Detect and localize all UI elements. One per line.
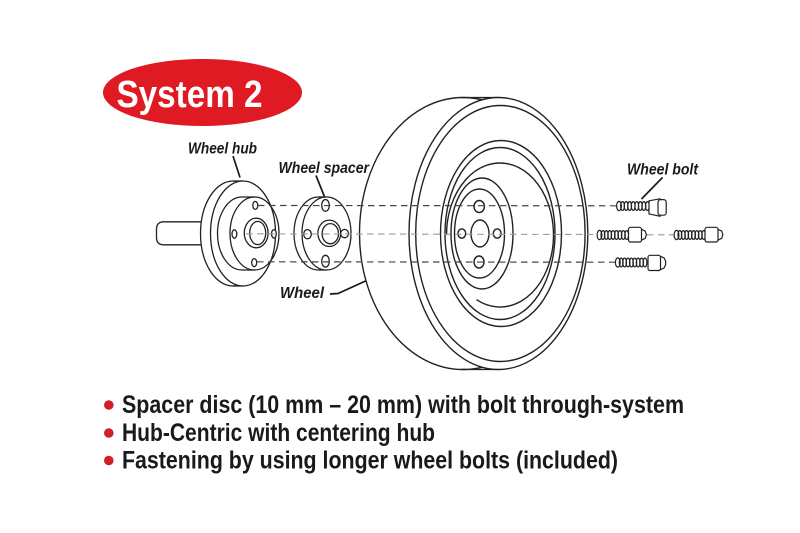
svg-text:Spacer disc (10 mm – 20 mm) wi: Spacer disc (10 mm – 20 mm) with bolt th… [122,391,684,419]
svg-text:System 2: System 2 [117,74,263,116]
svg-text:Wheel hub: Wheel hub [188,141,257,158]
svg-text:Wheel spacer: Wheel spacer [279,160,370,177]
svg-text:Fastening by using longer whee: Fastening by using longer wheel bolts (i… [122,447,618,475]
svg-text:Hub-Centric with centering hub: Hub-Centric with centering hub [122,419,435,447]
svg-text:Wheel: Wheel [280,285,325,302]
svg-text:Wheel bolt: Wheel bolt [627,162,699,179]
